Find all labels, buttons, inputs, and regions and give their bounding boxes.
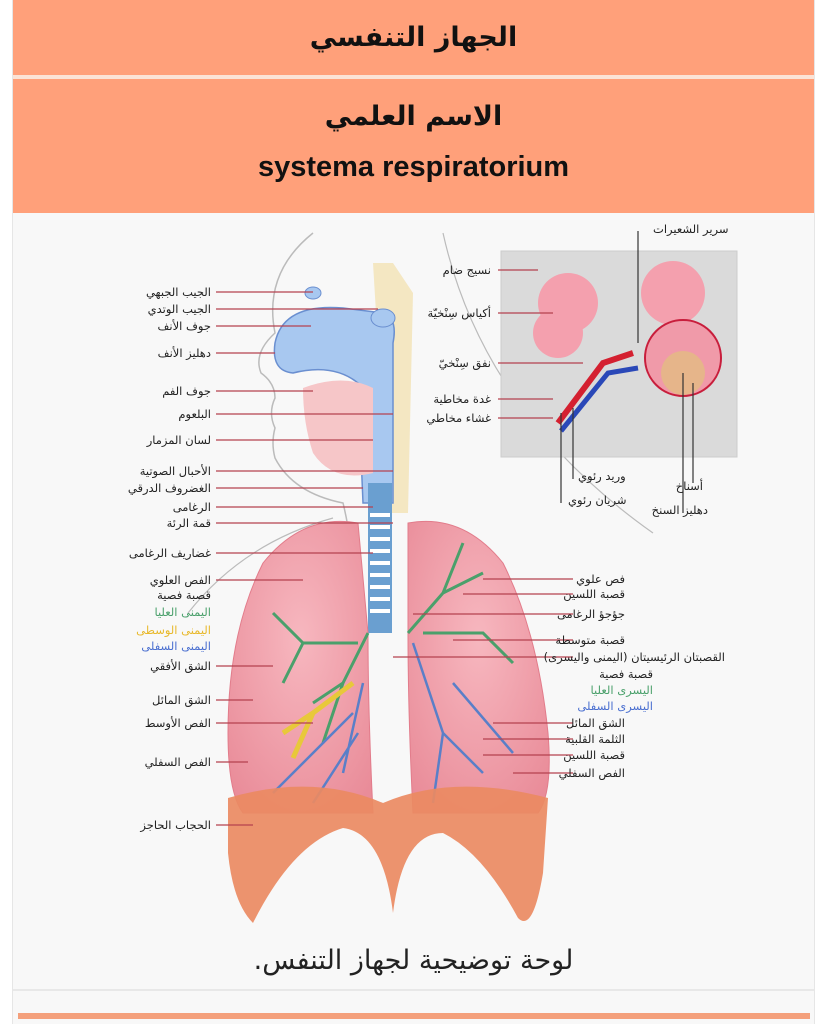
right-lung	[227, 520, 374, 814]
left-label: الجيب الوتدي	[148, 302, 211, 317]
sphenoid-sinus	[370, 308, 396, 328]
left-label: جوف الفم	[162, 384, 211, 399]
inset-leader-lines	[498, 231, 694, 513]
left-label: لسان المزمار	[146, 433, 211, 448]
infobox: الجهاز التنفسي الاسم العلمي systema resp…	[12, 0, 815, 1024]
inset-label: دهليز السنخ	[652, 503, 708, 518]
left-label: الفص السفلي	[145, 755, 211, 770]
trachea	[368, 483, 392, 633]
scientific-name: systema respiratorium	[257, 151, 570, 183]
right-label: قصبة فصية	[599, 667, 653, 681]
scientific-name-section: الاسم العلمي systema respiratorium	[13, 79, 814, 213]
scientific-name-label: الاسم العلمي	[324, 101, 503, 132]
left-label: البلعوم	[178, 407, 211, 422]
left-label: الأحبال الصوتية	[140, 464, 211, 479]
inset-label: غدة مخاطية	[433, 392, 491, 406]
right-leader-lines	[393, 578, 573, 774]
right-label: الثلمة القلبية	[565, 732, 625, 746]
left-label: اليمنى السفلى	[141, 639, 211, 653]
left-label: الرغامى	[173, 500, 211, 515]
image-caption: لوحة توضيحية لجهاز التنفس.	[253, 945, 574, 976]
caption-divider	[13, 989, 814, 991]
left-label: الغضروف الدرقي	[128, 481, 211, 496]
left-label: الشق الأفقي	[150, 659, 211, 674]
shoulder-outline-left	[187, 517, 334, 614]
right-label: قصبة اللسين	[563, 587, 625, 602]
left-label: اليمنى الوسطى	[136, 623, 211, 638]
left-label: جوف الأنف	[158, 319, 212, 334]
left-label: اليمنى العليا	[154, 605, 211, 619]
alveoli-inset	[500, 250, 738, 458]
inset-label: وريد رئوي	[578, 469, 626, 484]
left-labels: الجيب الجبهي الجيب الوتدي جوف الأنف دهليز ا…	[128, 285, 211, 833]
diaphragm	[228, 786, 548, 923]
inset-label: شريان رئوي	[568, 493, 626, 508]
left-leader-lines	[216, 291, 393, 826]
right-label: جؤجؤ الرغامى	[557, 607, 625, 622]
right-label: اليسرى العليا	[591, 683, 653, 698]
right-middle-bronchi	[281, 681, 355, 760]
inset-label: أكياس سِنْخيّة	[427, 305, 491, 321]
right-upper-bronchi	[271, 611, 370, 744]
bottom-accent-bar	[18, 1013, 810, 1019]
infobox-title: الجهاز التنفسي	[13, 0, 814, 75]
frontal-sinus	[304, 286, 322, 300]
inset-label: سرير الشعيرات	[653, 222, 729, 237]
left-label: الحجاب الحاجز	[139, 818, 211, 833]
right-label: اليسرى السفلى	[577, 699, 653, 714]
left-label: دهليز الأنف	[158, 346, 211, 361]
left-label: الجيب الجبهي	[146, 285, 211, 299]
left-label: الفص الأوسط	[145, 716, 211, 731]
right-label: قصبة اللسين	[563, 748, 625, 763]
left-label: الشق المائل	[152, 693, 211, 708]
left-upper-bronchi	[406, 542, 515, 665]
inset-label: غشاء مخاطي	[426, 411, 491, 425]
oral-cavity	[303, 380, 373, 476]
inset-label: نسيج ضام	[443, 263, 491, 277]
diagram-svg: الجيب الجبهي الجيب الوتدي جوف الأنف دهليز ا…	[128, 222, 738, 923]
head-outline	[258, 232, 354, 594]
respiratory-system-diagram[interactable]: الجيب الجبهي الجيب الوتدي جوف الأنف دهليز ا…	[13, 213, 814, 933]
left-label: الفص العلوي	[150, 573, 211, 588]
inset-labels: سرير الشعيرات نسيج ضام أكياس سِنْخيّة نفق س…	[426, 222, 728, 518]
left-label: قمة الرئة	[167, 516, 211, 531]
inset-label: نفق سِنْخيّ	[439, 356, 491, 371]
inset-label: أسناخ	[676, 478, 703, 493]
right-label: الشق المائل	[566, 716, 625, 731]
header-separator	[13, 75, 814, 79]
right-label: فص علوي	[576, 572, 625, 587]
right-label: قصبة متوسطة	[555, 633, 625, 648]
tracheal-rings	[370, 513, 390, 613]
left-label: غضاريف الرغامى	[129, 546, 211, 561]
right-label: الفص السفلي	[559, 766, 625, 781]
right-label: القصبتان الرئيسيتان (اليمنى واليسرى)	[544, 650, 725, 665]
left-label: قصبة فصية	[157, 588, 211, 602]
